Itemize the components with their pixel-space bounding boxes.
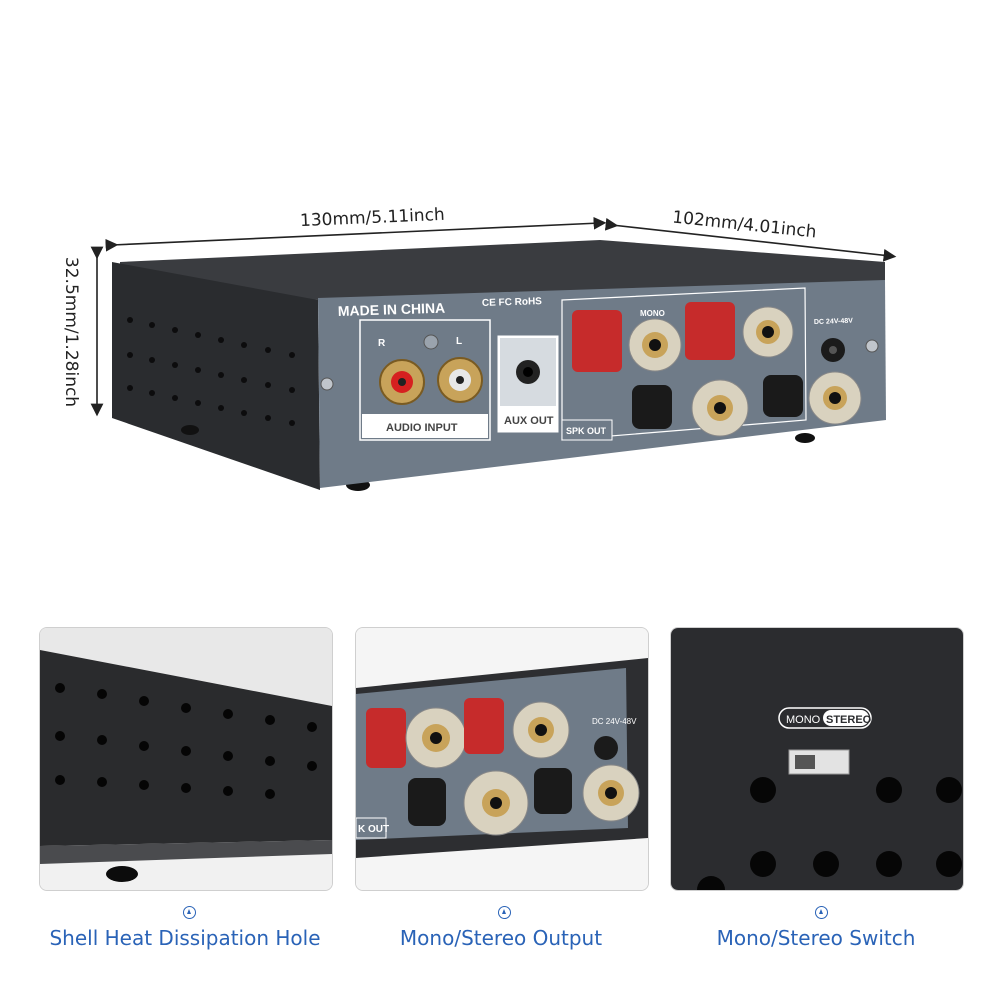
arrow-up-circle-icon bbox=[498, 906, 511, 919]
switch-mono-label: MONO bbox=[786, 714, 821, 726]
amplifier-product-image: MADE IN CHINA CE FC RoHS R L AUDIO INPUT… bbox=[112, 240, 886, 491]
dimension-lines bbox=[90, 216, 897, 417]
switch-stereo-label: STEREO bbox=[826, 714, 872, 726]
chassis-side bbox=[112, 262, 320, 490]
detail-panel-heat-holes bbox=[39, 627, 333, 891]
channel-l-label: L bbox=[456, 336, 462, 347]
mono-label: MONO bbox=[640, 309, 665, 318]
side-vent-holes bbox=[127, 317, 295, 426]
detail-panel-speaker-outputs: K OUT DC 24V-48V bbox=[355, 627, 649, 891]
spk-out-label: SPK OUT bbox=[566, 426, 607, 436]
svg-text:DC 24V-48V: DC 24V-48V bbox=[592, 717, 637, 726]
depth-dimension-line bbox=[604, 217, 897, 262]
certifications-label: CE FC RoHS bbox=[482, 296, 543, 309]
svg-text:K OUT: K OUT bbox=[358, 824, 389, 835]
speaker-outputs-closeup: K OUT DC 24V-48V bbox=[356, 628, 648, 890]
channel-r-label: R bbox=[378, 338, 386, 349]
audio-input-box bbox=[359, 319, 491, 441]
caption-mono-stereo-switch: Mono/Stereo Switch bbox=[716, 926, 916, 950]
binding-posts bbox=[572, 302, 862, 437]
made-in-label: MADE IN CHINA bbox=[338, 300, 446, 319]
width-dimension-line bbox=[105, 216, 607, 252]
audio-input-label: AUDIO INPUT bbox=[386, 422, 458, 434]
dc-voltage-label: DC 24V-48V bbox=[814, 318, 853, 326]
detail-panel-switch: MONO STEREO bbox=[670, 627, 964, 891]
arrow-up-circle-icon bbox=[815, 906, 828, 919]
caption-heat-dissipation: Shell Heat Dissipation Hole bbox=[49, 926, 321, 950]
spk-out-box bbox=[561, 287, 807, 441]
arrow-up-circle-icon bbox=[183, 906, 196, 919]
aux-out-label: AUX OUT bbox=[504, 415, 554, 427]
heat-holes-closeup bbox=[40, 628, 332, 890]
caption-mono-stereo-output: Mono/Stereo Output bbox=[399, 926, 603, 950]
switch-closeup: MONO STEREO bbox=[671, 628, 963, 890]
